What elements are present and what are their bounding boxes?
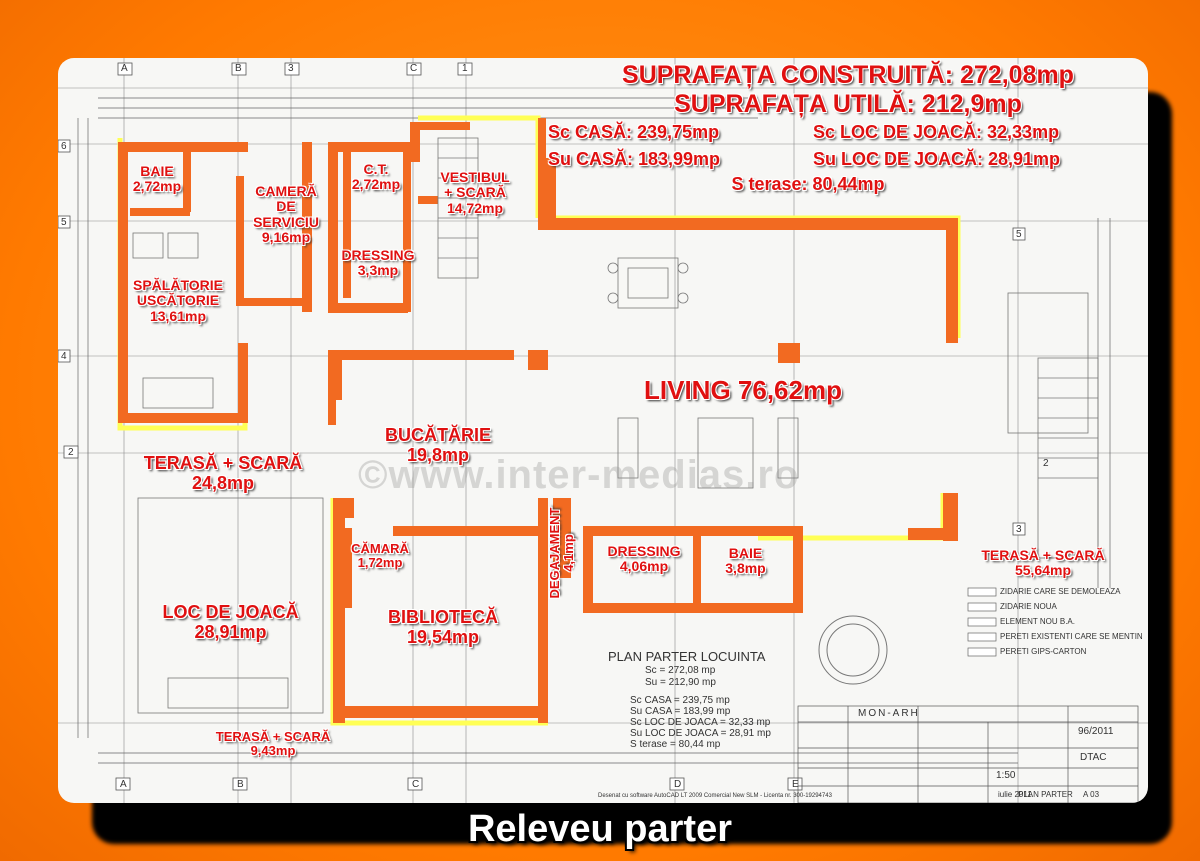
- header-sc-casa: Sc CASĂ: 239,75mp: [548, 122, 720, 142]
- floor-plan-drawing: [58, 58, 1148, 803]
- grid-label-right-3: 3: [1016, 524, 1022, 535]
- grid-label-bottom-c: C: [412, 779, 420, 790]
- walls: [118, 118, 958, 723]
- grid-label-top-c: C: [410, 63, 418, 74]
- legend-item-new-wall: ZIDARIE NOUA: [1000, 602, 1057, 611]
- room-ct: C.T.2,72mp: [351, 161, 401, 193]
- title-block-phase: DTAC: [1080, 752, 1107, 763]
- plan-box-su-loc: Su LOC DE JOACA = 28,91 mp: [630, 728, 771, 739]
- plan-box-sc-casa: Sc CASA = 239,75 mp: [630, 695, 730, 706]
- grid-label-top-1: 1: [462, 63, 468, 74]
- header-su-total: SUPRAFAȚA UTILĂ: 212,9mp: [674, 90, 1022, 118]
- grid-label-left-2: 2: [68, 447, 74, 458]
- grid-label-top-a: A: [121, 63, 128, 74]
- caption: Releveu parter: [467, 808, 732, 850]
- plan-box-su-casa: Su CASA = 183,99 mp: [630, 706, 731, 717]
- legend-box: [967, 587, 997, 657]
- grid-label-bottom-d: D: [674, 779, 682, 790]
- stamp: [818, 615, 888, 685]
- grid-label-left-5: 5: [61, 217, 67, 228]
- title-block-date: iulie 2011: [998, 790, 1032, 799]
- furniture: [132, 137, 1099, 714]
- grid-label-left-4: 4: [61, 351, 67, 362]
- grid-label-right-2: 2: [1043, 458, 1049, 469]
- title-block-project-no: 96/2011: [1078, 726, 1114, 737]
- plan-box-title: PLAN PARTER LOCUINTA: [608, 649, 766, 664]
- title-block-firm: MON-ARH: [858, 708, 920, 719]
- title-block-sheet-no: A 03: [1083, 790, 1100, 799]
- grid-markers: [58, 62, 1026, 791]
- header-sc-total: SUPRAFAȚA CONSTRUITĂ: 272,08mp: [622, 61, 1074, 89]
- plan-box-sc-loc: Sc LOC DE JOACA = 32,33 mp: [630, 717, 771, 728]
- header-su-casa: Su CASĂ: 183,99mp: [548, 149, 721, 169]
- legend-item-demolish: ZIDARIE CARE SE DEMOLEAZA: [1000, 587, 1121, 596]
- title-block-sheet-name: PLAN PARTER: [1018, 790, 1073, 799]
- grid-label-top-b: B: [235, 63, 242, 74]
- grid-label-bottom-e: E: [792, 779, 799, 790]
- dimension-lines: [77, 97, 1111, 764]
- floor-plan-sheet: ©www.inter-medias.ro A B 3 C 1 6 5 4 2 5…: [58, 58, 1148, 803]
- grid-label-bottom-b: B: [237, 779, 244, 790]
- plan-box-sc: Sc = 272,08 mp: [645, 665, 716, 676]
- room-living: LIVING 76,62mp: [644, 375, 842, 405]
- header-su-loc: Su LOC DE JOACĂ: 28,91mp: [813, 149, 1061, 169]
- grid-label-top-3: 3: [288, 63, 294, 74]
- header-s-terase: S terase: 80,44mp: [731, 174, 885, 194]
- grid-label-left-6: 6: [61, 141, 67, 152]
- grid-label-bottom-a: A: [120, 779, 127, 790]
- plan-box-terase: S terase = 80,44 mp: [630, 739, 721, 750]
- legend-item-new-ba: ELEMENT NOU B.A.: [1000, 617, 1075, 626]
- plan-box-su: Su = 212,90 mp: [645, 677, 716, 688]
- legend-item-gips: PERETI GIPS-CARTON: [1000, 647, 1087, 656]
- legend-item-existing: PERETI EXISTENTI CARE SE MENTIN: [1000, 632, 1143, 641]
- grid-label-right-5: 5: [1016, 229, 1022, 240]
- title-block-scale: 1:50: [996, 770, 1016, 781]
- title-block-footer: Desenat cu software AutoCAD LT 2009 Come…: [598, 793, 832, 799]
- watermark: ©www.inter-medias.ro: [358, 453, 800, 497]
- title-block: [797, 705, 1139, 803]
- header-sc-loc: Sc LOC DE JOACĂ: 32,33mp: [813, 122, 1060, 142]
